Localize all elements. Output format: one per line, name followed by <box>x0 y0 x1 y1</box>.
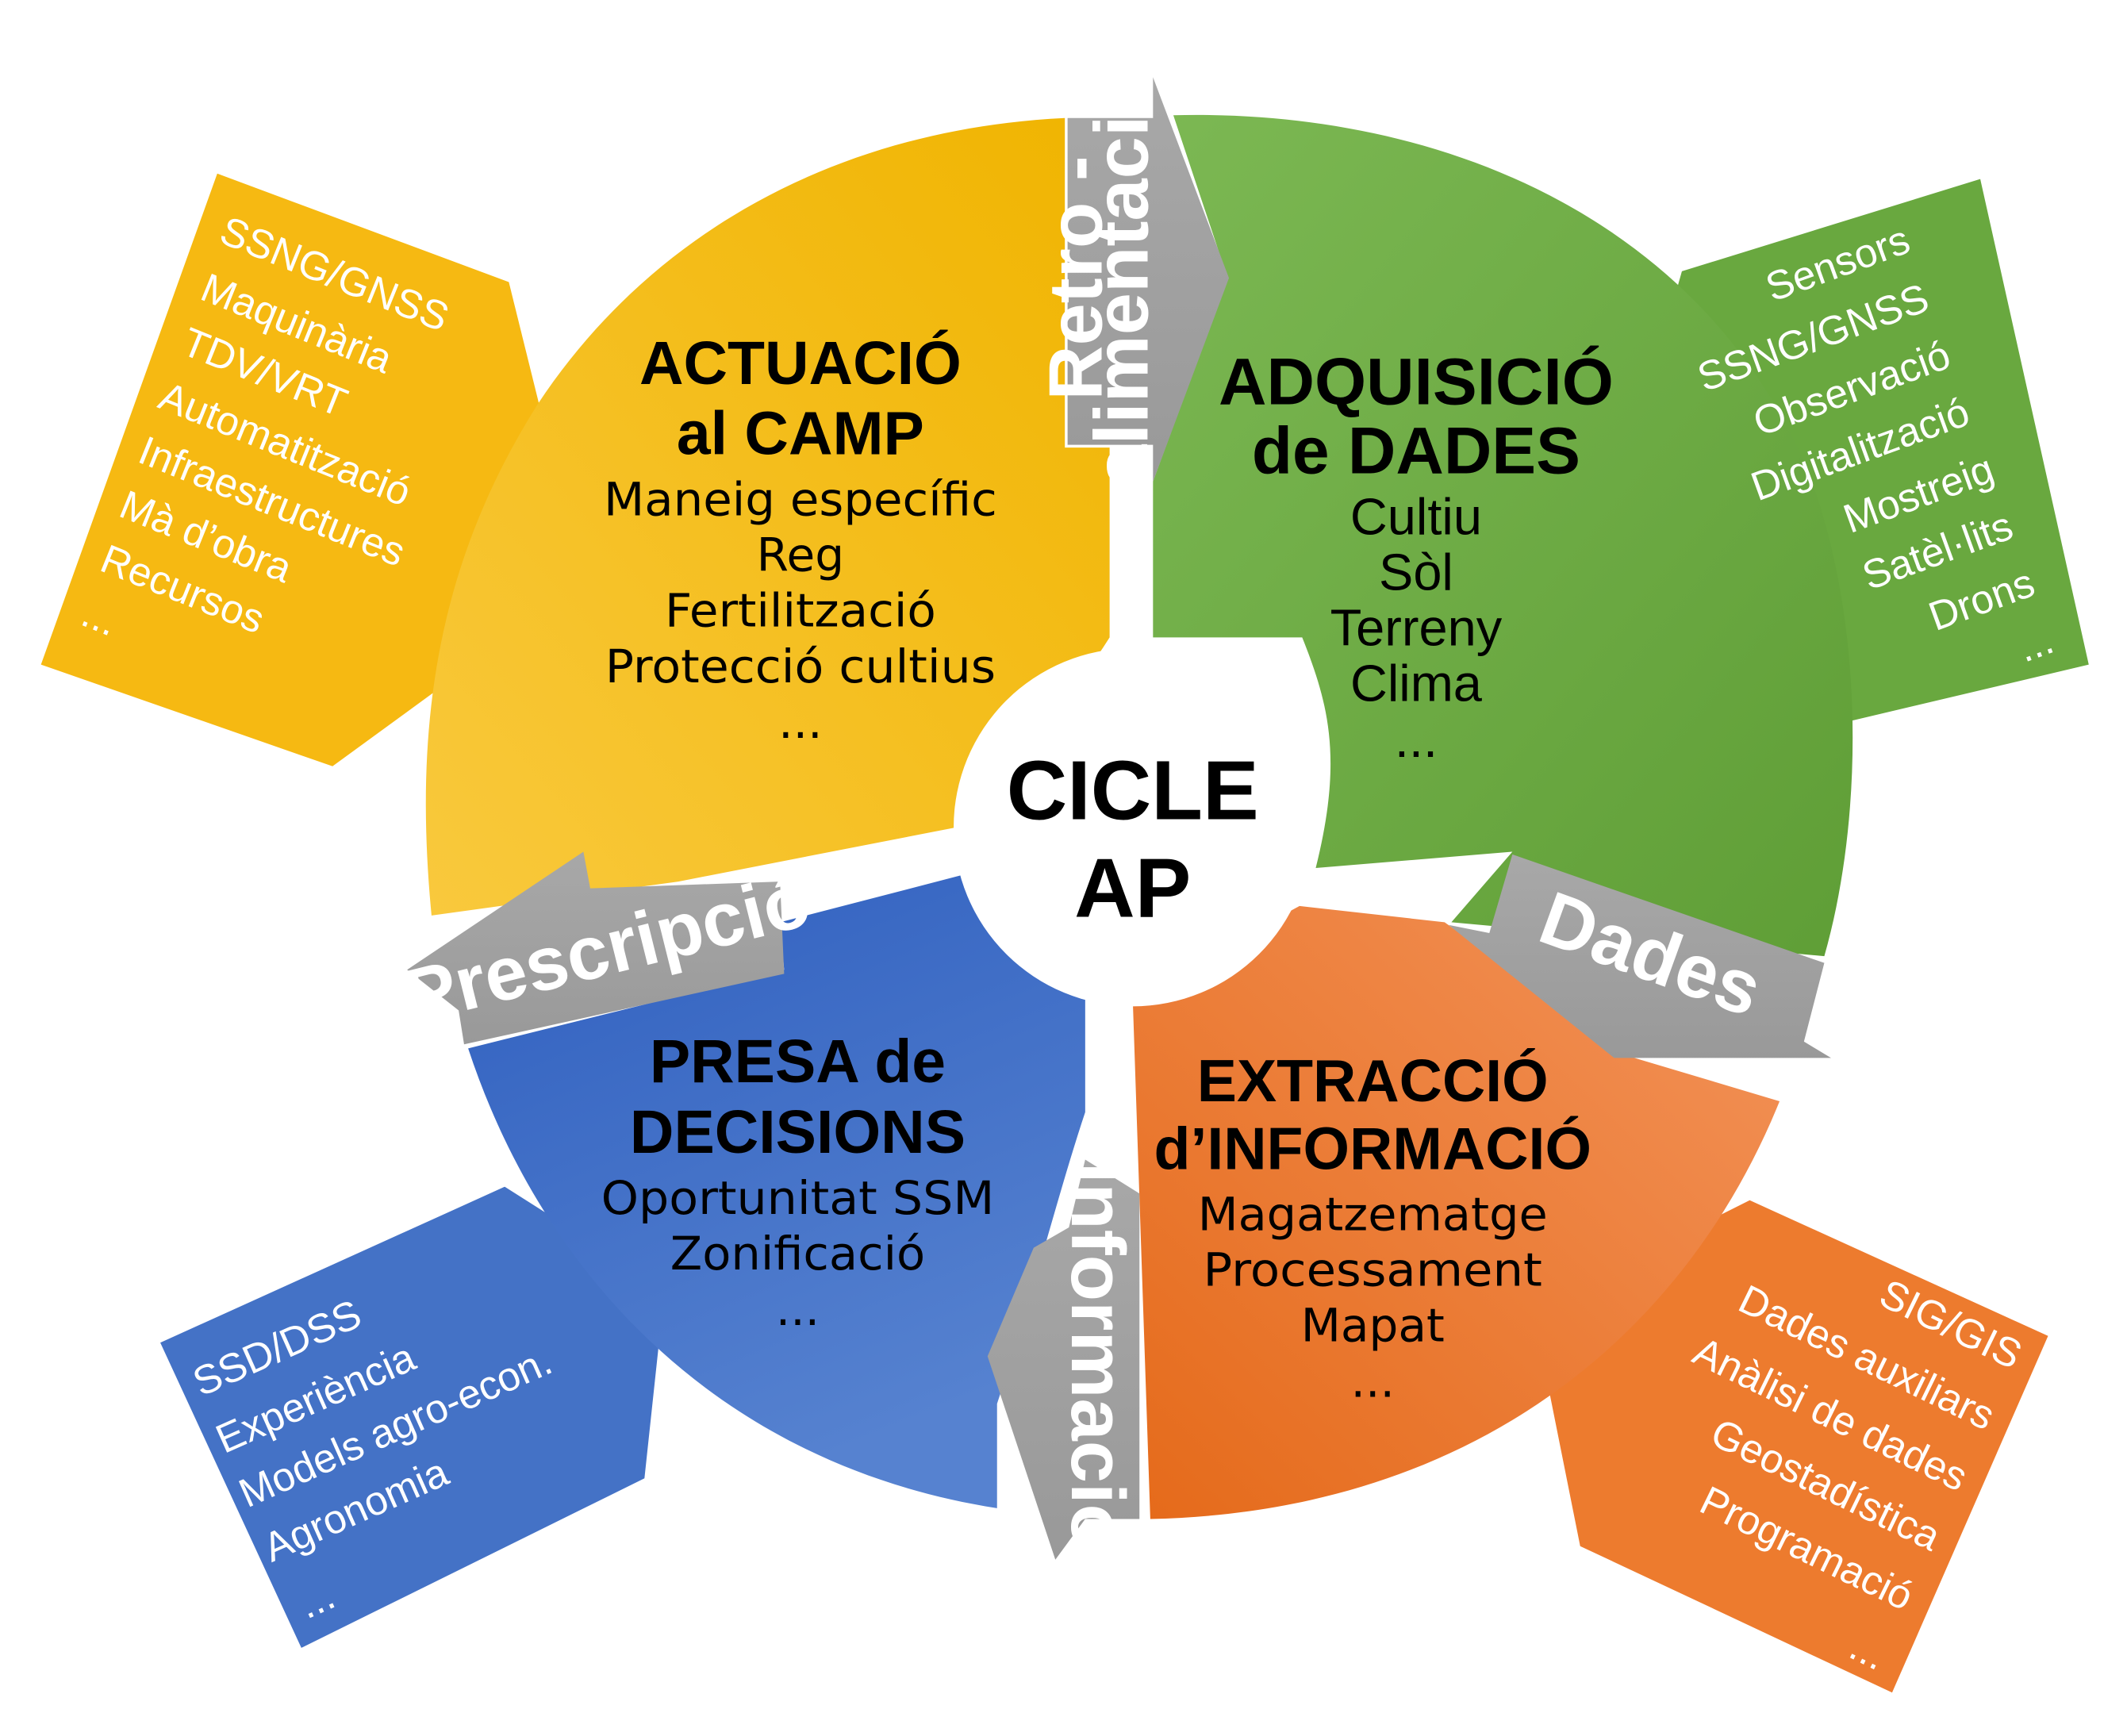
sector-extraccio <box>1132 905 1780 1519</box>
extraccio-title-line2: d’INFORMACIÓ <box>1154 1115 1591 1181</box>
adquisicio-item-3: Terreny <box>1330 599 1503 657</box>
extraccio-item-2: Processament <box>1204 1242 1542 1296</box>
sector-adquisicio <box>1153 114 1853 957</box>
sector-actuacio <box>425 117 1110 916</box>
prescripcio-arrow <box>407 851 785 1045</box>
actuacio-item-4: Protecció cultius <box>605 639 996 693</box>
adquisicio-item-5: ... <box>1395 710 1438 768</box>
presa-title-line2: DECISIONS <box>630 1098 966 1166</box>
extraccio-item-3: Mapat <box>1301 1299 1445 1353</box>
extraccio-title-line1: EXTRACCIÓ <box>1197 1047 1549 1114</box>
presa-item-2: Zonificació <box>670 1227 925 1281</box>
center-title-line1: CICLE <box>1007 743 1259 837</box>
extraccio-item-1: Magatzematge <box>1198 1187 1548 1241</box>
retroalimentacio-arrow <box>1067 77 1230 482</box>
adquisicio-title-line2: de DADES <box>1252 413 1580 488</box>
adquisicio-item-4: Clima <box>1350 655 1483 712</box>
sector-presa <box>468 874 1085 1508</box>
informacio-label: Informació <box>1055 1162 1140 1550</box>
actuacio-item-3: Fertilització <box>665 584 936 638</box>
adquisicio-title-line1: ADQUISICIÓ <box>1219 344 1614 418</box>
center-circle <box>954 648 1312 1007</box>
presa-item-1: Oportunitat SSM <box>601 1171 995 1225</box>
actuacio-item-2: Reg <box>757 528 844 582</box>
actuacio-title-line2: al CAMP <box>677 400 924 468</box>
presa-item-3: ... <box>776 1282 820 1336</box>
retro-label-line2: alimentació <box>1079 69 1164 487</box>
extraccio-item-4: ... <box>1351 1354 1395 1408</box>
actuacio-title-line1: ACTUACIÓ <box>639 329 962 398</box>
blue-side-box <box>160 1186 665 1648</box>
adquisicio-item-2: Sòl <box>1379 543 1453 601</box>
actuacio-item-1: Maneig específic <box>604 473 997 527</box>
informacio-arrow <box>987 1159 1140 1560</box>
adquisicio-item-1: Cultiu <box>1350 487 1482 545</box>
actuacio-item-5: ... <box>778 695 822 749</box>
dades-arrow <box>1448 854 1832 1058</box>
orange-side-box <box>1532 1200 2048 1693</box>
presa-title-line1: PRESA de <box>650 1027 946 1096</box>
center-title-line2: AP <box>1074 842 1191 935</box>
retro-label-line1: Retro - <box>1033 156 1118 400</box>
